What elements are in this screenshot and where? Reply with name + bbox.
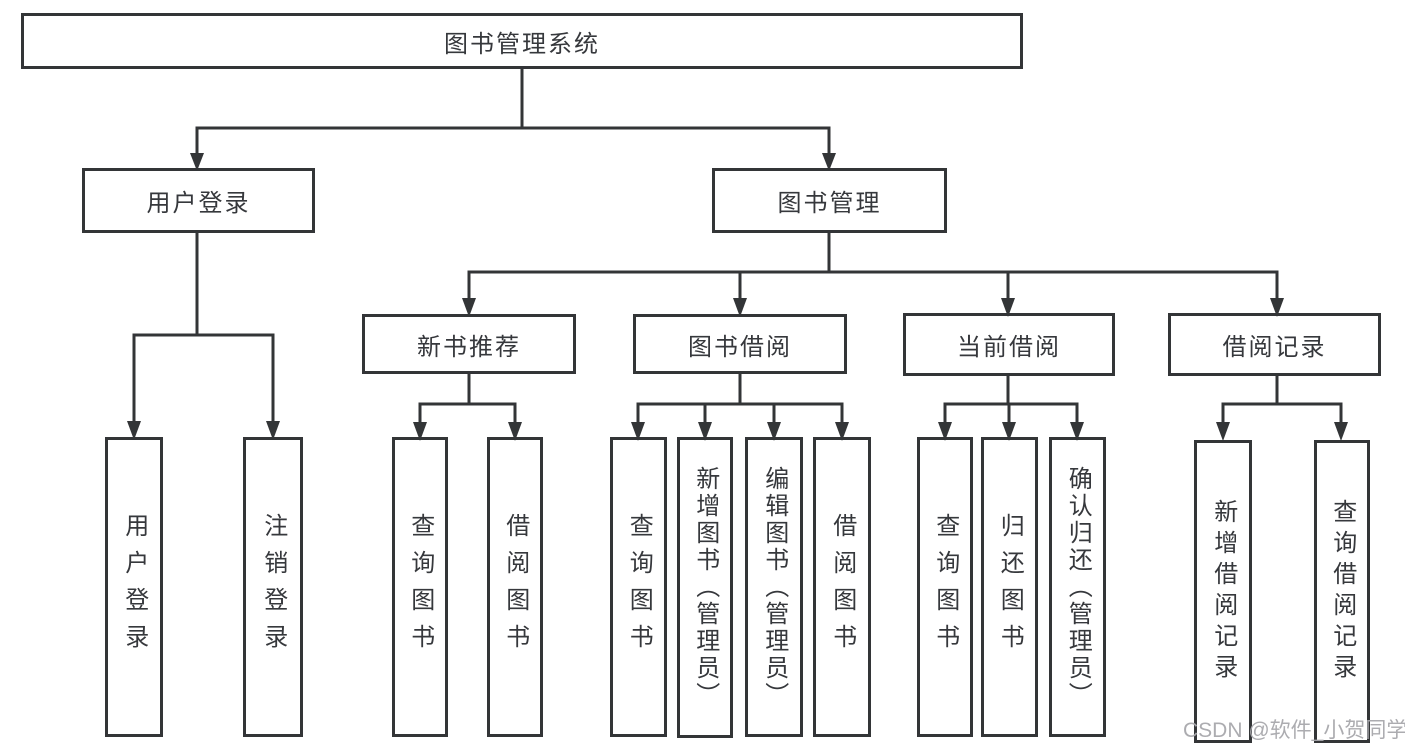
- leaf-nb-borrow-books-label: 借阅图书: [501, 513, 529, 661]
- leaf-br-query-record-label: 查询借阅记录: [1328, 498, 1356, 685]
- leaf-user-login: 用户登录: [105, 437, 163, 737]
- node-book-borrowing: 图书借阅: [633, 314, 847, 374]
- leaf-cb-query-books: 查询图书: [917, 437, 973, 737]
- node-new-book-recommendation: 新书推荐: [362, 314, 576, 374]
- leaf-bb-edit-books-admin: 编辑图书（管理员）: [745, 437, 803, 737]
- leaf-user-login-label: 用户登录: [120, 513, 148, 661]
- node-library-management-system: 图书管理系统: [21, 13, 1023, 69]
- leaf-bb-add-books-admin: 新增图书（管理员）: [677, 437, 733, 738]
- csdn-watermark: CSDN @软件_小贺同学: [1183, 719, 1405, 742]
- leaf-bb-borrow-books: 借阅图书: [813, 437, 871, 737]
- leaf-br-add-record-label: 新增借阅记录: [1209, 498, 1237, 685]
- leaf-cb-confirm-return-admin-label: 确认归还（管理员）: [1064, 465, 1092, 709]
- leaf-bb-borrow-books-label: 借阅图书: [828, 513, 856, 661]
- leaf-bb-edit-books-admin-label: 编辑图书（管理员）: [760, 465, 788, 709]
- leaf-nb-borrow-books: 借阅图书: [487, 437, 543, 737]
- leaf-nb-query-books: 查询图书: [392, 437, 448, 737]
- leaf-bb-query-books: 查询图书: [610, 437, 667, 737]
- leaf-bb-add-books-admin-label: 新增图书（管理员）: [691, 466, 719, 709]
- leaf-cb-confirm-return-admin: 确认归还（管理员）: [1049, 437, 1106, 737]
- leaf-cb-return-books: 归还图书: [981, 437, 1038, 737]
- node-book-management: 图书管理: [712, 168, 947, 233]
- leaf-bb-query-books-label: 查询图书: [625, 513, 653, 661]
- leaf-logout-login-label: 注销登录: [259, 513, 287, 661]
- leaf-logout-login: 注销登录: [243, 437, 303, 737]
- node-borrowing-records: 借阅记录: [1168, 313, 1381, 376]
- leaf-cb-return-books-label: 归还图书: [996, 513, 1024, 661]
- node-user-login: 用户登录: [82, 168, 315, 233]
- leaf-br-query-record: 查询借阅记录: [1314, 440, 1370, 743]
- leaf-br-add-record: 新增借阅记录: [1194, 440, 1252, 743]
- leaf-nb-query-books-label: 查询图书: [406, 513, 434, 661]
- node-current-borrowing: 当前借阅: [903, 313, 1115, 376]
- leaf-cb-query-books-label: 查询图书: [931, 513, 959, 661]
